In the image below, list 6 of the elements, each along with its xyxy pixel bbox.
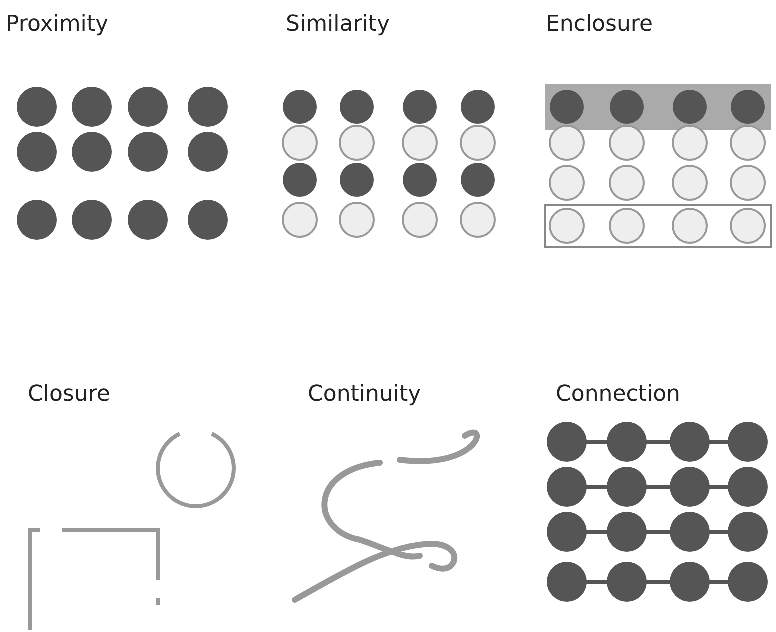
principle-heading: Connection [556, 382, 680, 407]
principle-heading: Enclosure [546, 12, 654, 37]
principle-heading: Closure [28, 382, 110, 407]
principle-heading: Similarity [286, 12, 390, 37]
principle-heading: Continuity [308, 382, 422, 407]
principle-heading: Proximity [6, 12, 109, 37]
